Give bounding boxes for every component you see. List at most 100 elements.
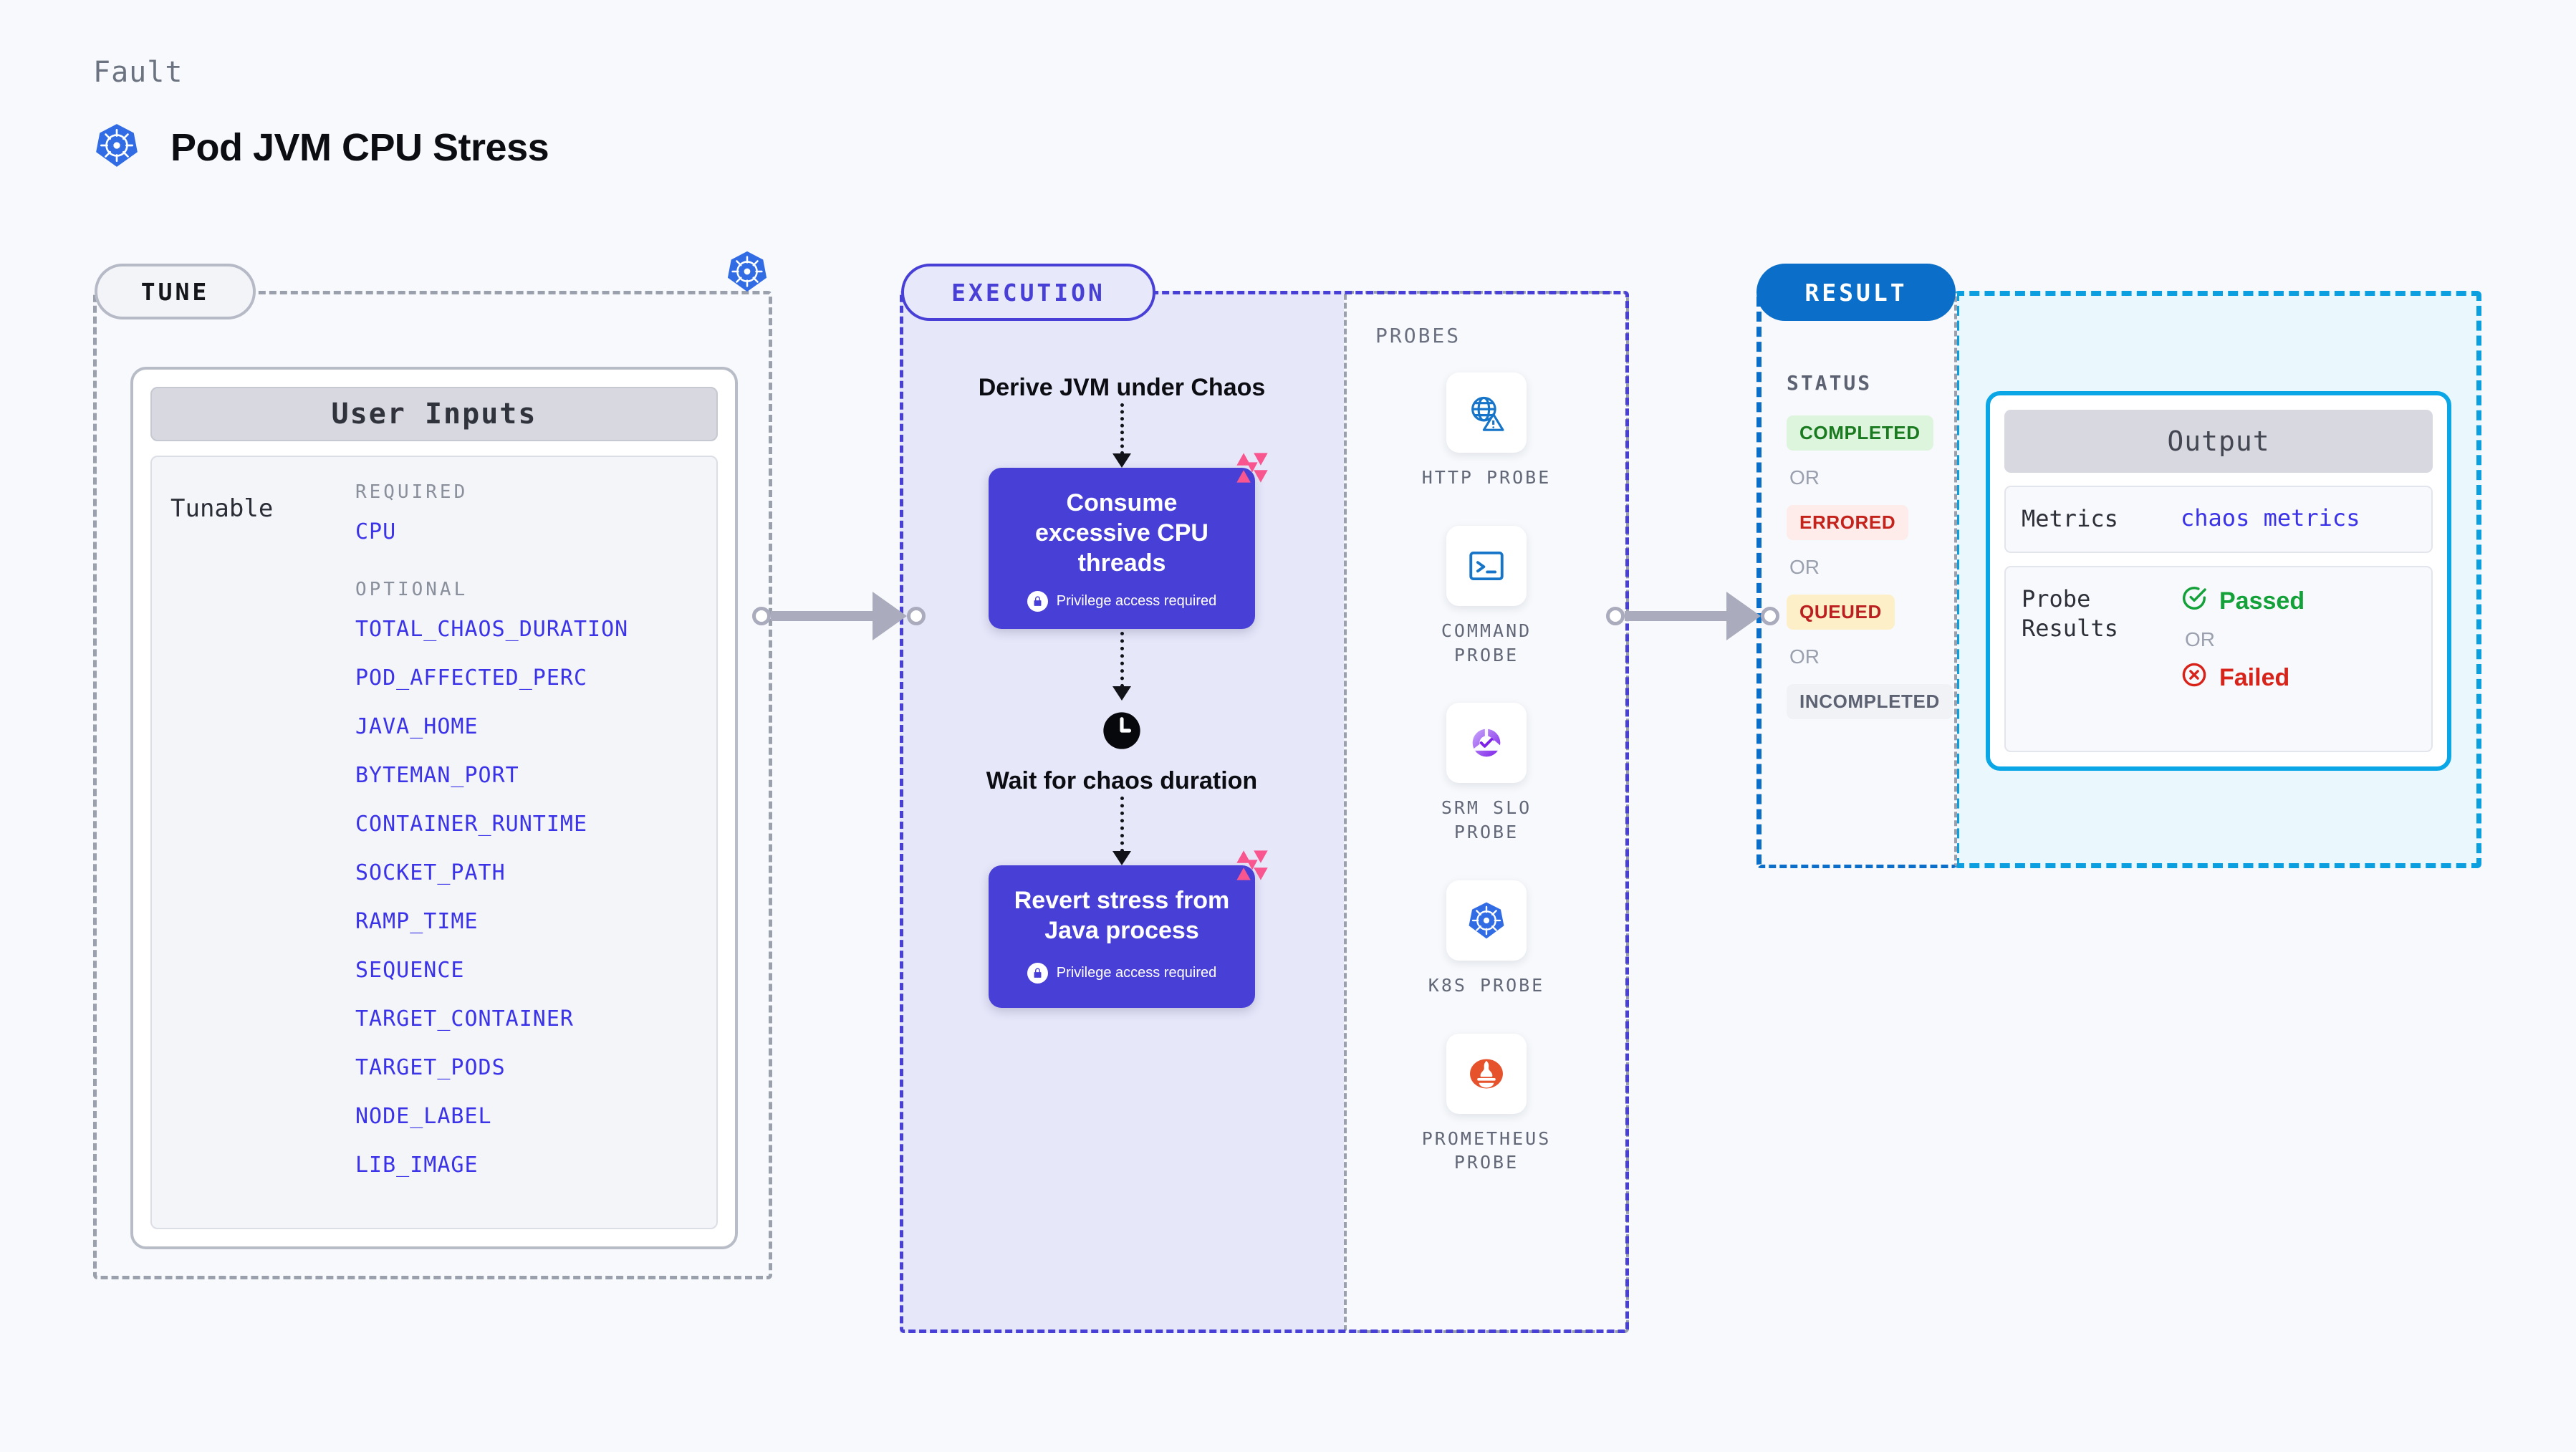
param-pod-affected-perc[interactable]: POD_AFFECTED_PERC (355, 665, 588, 691)
privilege-text: Privilege access required (1056, 965, 1217, 981)
node-label: Consume excessive CPU threads (1035, 489, 1208, 577)
status-badge-errored: ERRORED (1787, 505, 1909, 540)
user-inputs-body: Tunable REQUIRED CPU OPTIONAL TOTAL_CHAO… (150, 456, 718, 1229)
status-or-label: OR (1789, 466, 1820, 489)
param-byteman-port[interactable]: BYTEMAN_PORT (355, 763, 519, 788)
execution-region (900, 291, 1629, 1333)
step-derive-jvm: Derive JVM under Chaos (978, 374, 1266, 401)
page-kicker: Fault (93, 56, 183, 89)
tune-badge[interactable]: TUNE (95, 264, 256, 319)
tune-region (93, 291, 772, 1279)
param-java-home[interactable]: JAVA_HOME (355, 714, 479, 739)
param-total-chaos-duration[interactable]: TOTAL_CHAOS_DURATION (355, 617, 629, 642)
connector-line (771, 611, 874, 621)
status-list: COMPLETED OR ERRORED OR QUEUED OR INCOMP… (1787, 415, 1953, 719)
output-title: Output (2004, 410, 2433, 473)
node-label: Revert stress from Java process (1014, 887, 1230, 945)
prometheus-icon (1446, 1033, 1527, 1114)
probe-results-values: Passed OR Failed (2181, 585, 2305, 734)
check-circle-icon (2181, 585, 2208, 618)
probe-http[interactable]: HTTP PROBE (1422, 372, 1552, 490)
kubernetes-icon (93, 122, 140, 173)
param-socket-path[interactable]: SOCKET_PATH (355, 860, 506, 885)
step-consume-cpu-threads[interactable]: Consume excessive CPU threads Privilege … (989, 453, 1268, 630)
optional-group-title: OPTIONAL (355, 579, 468, 600)
flow-arrow-down-icon (1112, 403, 1131, 468)
probe-command[interactable]: COMMAND PROBE (1404, 525, 1569, 668)
flow-arrow-down-icon (1112, 797, 1131, 866)
flow-arrow-down-icon (1112, 632, 1131, 701)
result-badge[interactable]: RESULT (1756, 264, 1956, 321)
param-sequence[interactable]: SEQUENCE (355, 958, 465, 983)
globe-warning-icon (1446, 372, 1527, 453)
lock-icon (1027, 963, 1048, 984)
probe-srm-slo[interactable]: SRM SLO PROBE (1404, 703, 1569, 845)
param-cpu[interactable]: CPU (355, 519, 397, 544)
step-revert-stress[interactable]: Revert stress from Java process Privileg… (989, 850, 1268, 1009)
parameter-list: REQUIRED CPU OPTIONAL TOTAL_CHAOS_DURATI… (355, 481, 698, 1203)
probe-label: PROMETHEUS PROBE (1421, 1128, 1552, 1173)
step-wait-chaos-duration: Wait for chaos duration (986, 767, 1258, 795)
metrics-link[interactable]: chaos metrics (2181, 504, 2360, 532)
execution-badge[interactable]: EXECUTION (901, 264, 1155, 321)
page-title-row: Pod JVM CPU Stress (93, 122, 549, 173)
probe-result-passed: Passed (2181, 585, 2305, 618)
srm-slo-icon (1446, 703, 1527, 784)
clock-icon (1102, 711, 1142, 754)
privilege-text: Privilege access required (1056, 593, 1217, 610)
output-card: Output Metrics chaos metrics Probe Resul… (1986, 391, 2451, 771)
execution-flow: Derive JVM under Chaos Consume excessive… (928, 372, 1315, 1009)
arrow-head-icon (873, 592, 907, 640)
probe-label: K8S PROBE (1428, 974, 1545, 996)
status-label: STATUS (1787, 371, 1873, 395)
param-target-container[interactable]: TARGET_CONTAINER (355, 1006, 574, 1032)
output-probe-results-row: Probe Results Passed OR (2004, 565, 2433, 752)
param-lib-image[interactable]: LIB_IMAGE (355, 1153, 479, 1178)
failed-label: Failed (2219, 663, 2290, 691)
param-container-runtime[interactable]: CONTAINER_RUNTIME (355, 812, 588, 837)
arrow-head-icon (1726, 592, 1761, 640)
user-inputs-title: User Inputs (150, 387, 718, 441)
output-metrics-row: Metrics chaos metrics (2004, 486, 2433, 553)
passed-label: Passed (2219, 587, 2305, 615)
lock-icon (1027, 591, 1048, 612)
kubernetes-icon (1446, 880, 1527, 961)
kubernetes-icon (725, 249, 769, 297)
tunable-label: Tunable (170, 494, 274, 523)
probe-label: SRM SLO PROBE (1441, 797, 1532, 842)
user-inputs-card: User Inputs Tunable REQUIRED CPU OPTIONA… (130, 367, 738, 1249)
probes-list: HTTP PROBE COMMAND PROBE (1344, 372, 1629, 1175)
param-ramp-time[interactable]: RAMP_TIME (355, 909, 479, 934)
param-target-pods[interactable]: TARGET_PODS (355, 1055, 506, 1080)
status-badge-queued: QUEUED (1787, 595, 1895, 630)
probe-label: HTTP PROBE (1421, 467, 1552, 488)
connector-execution-to-result (1606, 592, 1779, 640)
probes-region (1344, 291, 1629, 1333)
probe-k8s[interactable]: K8S PROBE (1428, 880, 1544, 998)
status-or-label: OR (1789, 556, 1820, 578)
connector-tune-to-execution (752, 592, 926, 640)
status-badge-completed: COMPLETED (1787, 415, 1933, 451)
required-group-title: REQUIRED (355, 481, 468, 503)
metrics-key: Metrics (2022, 505, 2118, 532)
connector-line (1625, 611, 1728, 621)
probe-prometheus[interactable]: PROMETHEUS PROBE (1404, 1033, 1569, 1175)
x-circle-icon (2181, 661, 2208, 695)
probe-result-or-label: OR (2185, 628, 2215, 650)
probe-results-key: Probe Results (2022, 585, 2118, 643)
terminal-icon (1446, 525, 1527, 606)
status-badge-incompleted: INCOMPLETED (1787, 684, 1953, 719)
connector-start-dot (752, 607, 771, 625)
param-node-label[interactable]: NODE_LABEL (355, 1104, 492, 1129)
litmuschaos-icon (1234, 847, 1271, 888)
connector-end-dot (1761, 607, 1779, 625)
connector-start-dot (1606, 607, 1625, 625)
page-title: Pod JVM CPU Stress (170, 125, 549, 169)
probe-label: COMMAND PROBE (1441, 620, 1532, 665)
privilege-note: Privilege access required (1007, 963, 1236, 984)
result-region (1756, 291, 1957, 868)
probe-result-failed: Failed (2181, 661, 2305, 695)
litmuschaos-icon (1234, 449, 1271, 490)
connector-end-dot (907, 607, 926, 625)
